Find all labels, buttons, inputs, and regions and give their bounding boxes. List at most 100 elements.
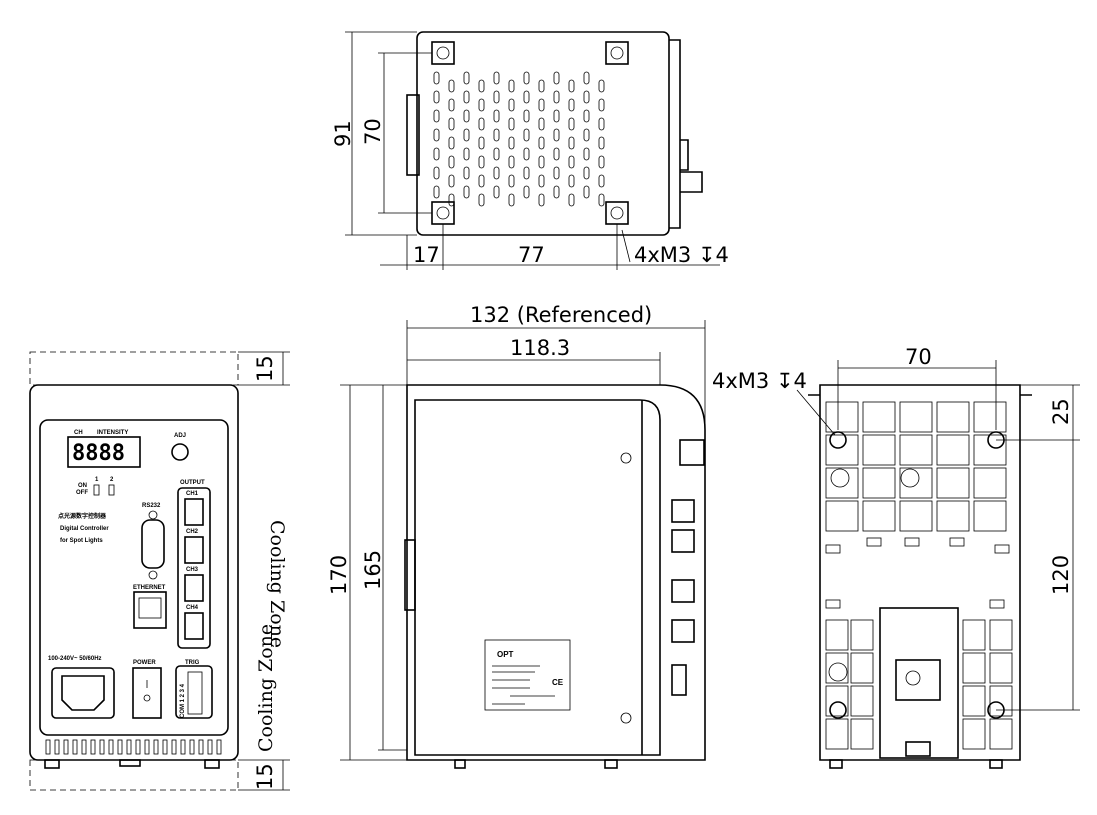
rib-cell: [862, 500, 896, 532]
title-en2: for Spot Lights: [60, 538, 103, 544]
rib-cell: [989, 685, 1013, 717]
vent-slot: [448, 193, 455, 207]
side-switch: [671, 664, 687, 696]
rib-cell: [850, 652, 874, 684]
vent-slot: [463, 71, 470, 85]
rib-cell: [936, 500, 970, 532]
vent-slot: [583, 109, 590, 123]
vent-slot: [553, 90, 560, 104]
vent-slot: [538, 79, 545, 93]
rib-cell: [936, 401, 970, 433]
rib-cell: [825, 619, 849, 651]
vent-slot: [153, 739, 159, 755]
output-port-ch4: [184, 612, 204, 640]
side-connector: [671, 619, 695, 643]
rib-cell: [850, 718, 874, 750]
screw-note-top: 4xM3 ↧4: [634, 243, 729, 267]
dim-25: 25: [1049, 398, 1073, 425]
rib-cell: [973, 434, 1007, 466]
label-ethernet: ETHERNET: [133, 585, 166, 591]
vent-slot: [568, 79, 575, 93]
side-connector: [671, 579, 695, 603]
vent-slot: [463, 128, 470, 142]
screw-note-back: 4xM3 ↧4: [712, 369, 807, 393]
vent-slot: [108, 739, 114, 755]
dim-170: 170: [327, 555, 351, 595]
svg-text:8888: 8888: [72, 441, 125, 466]
rib-cell: [899, 467, 933, 499]
vent-slot: [568, 98, 575, 112]
rib-cell: [962, 718, 986, 750]
vent-slot: [553, 71, 560, 85]
vent-slot: [433, 147, 440, 161]
vent-slot: [99, 739, 105, 755]
power-switch[interactable]: [132, 667, 162, 719]
vent-slot: [463, 147, 470, 161]
vent-slot: [583, 166, 590, 180]
trig-pins: COM 1 2 3 4: [180, 683, 186, 718]
vent-slot: [553, 109, 560, 123]
dim-77: 77: [518, 243, 545, 267]
rs232-port: [141, 519, 165, 569]
rib-cell: [962, 652, 986, 684]
vent-slot: [117, 739, 123, 755]
vent-slot: [463, 185, 470, 199]
vent-slot: [81, 739, 87, 755]
top-view: 91 70 17 77 4xM3 ↧4: [331, 31, 729, 270]
vent-slot: [478, 155, 485, 169]
label-ch1: CH1: [186, 491, 199, 497]
dim-70: 70: [361, 118, 385, 145]
rib-cell: [989, 652, 1013, 684]
vent-slot: [553, 166, 560, 180]
rib-cell: [899, 500, 933, 532]
label-sw2: 2: [110, 477, 114, 483]
vent-slot: [508, 79, 515, 93]
vent-slot: [493, 166, 500, 180]
vent-slot: [448, 155, 455, 169]
vent-slot: [598, 174, 605, 188]
vent-slot: [135, 739, 141, 755]
output-port-ch1: [184, 498, 204, 526]
vent-slot: [583, 147, 590, 161]
clip-slot: [825, 544, 841, 554]
vent-slot: [162, 739, 168, 755]
label-ch: CH: [74, 430, 83, 436]
label-output: OUTPUT: [180, 480, 205, 486]
label-on: ON: [78, 483, 87, 489]
rib-cell: [936, 467, 970, 499]
rib-cell: [862, 467, 896, 499]
vent-slot: [433, 71, 440, 85]
vent-slot: [478, 174, 485, 188]
vent-slot: [508, 155, 515, 169]
vent-slot: [90, 739, 96, 755]
cooling-zone-bottom: Cooling Zone: [255, 624, 277, 752]
dip-switch-1[interactable]: [93, 484, 100, 496]
vent-slot: [478, 136, 485, 150]
label-brand: OPT: [497, 650, 514, 659]
dim-118-3: 118.3: [510, 336, 570, 360]
vent-slot: [523, 128, 530, 142]
vent-slot: [523, 166, 530, 180]
vent-slot: [598, 193, 605, 207]
dip-switch-2[interactable]: [108, 484, 115, 496]
label-ch4: CH4: [186, 605, 199, 611]
vent-slot: [538, 98, 545, 112]
vent-slot: [583, 71, 590, 85]
vent-slot: [523, 71, 530, 85]
clip-slot: [994, 544, 1010, 554]
side-connector: [671, 529, 695, 553]
rib-cell: [850, 685, 874, 717]
rib-cell: [989, 718, 1013, 750]
dim-132: 132 (Referenced): [470, 303, 652, 327]
rib-cell: [899, 401, 933, 433]
vent-slot: [493, 128, 500, 142]
vent-slot: [189, 739, 195, 755]
label-adj: ADJ: [174, 433, 186, 439]
vent-slot: [493, 109, 500, 123]
vent-slot: [448, 98, 455, 112]
power-inlet: [51, 667, 115, 719]
vent-slot: [126, 739, 132, 755]
back-view: 70 4xM3 ↧4 25 120: [712, 345, 1080, 769]
vent-slot: [598, 98, 605, 112]
